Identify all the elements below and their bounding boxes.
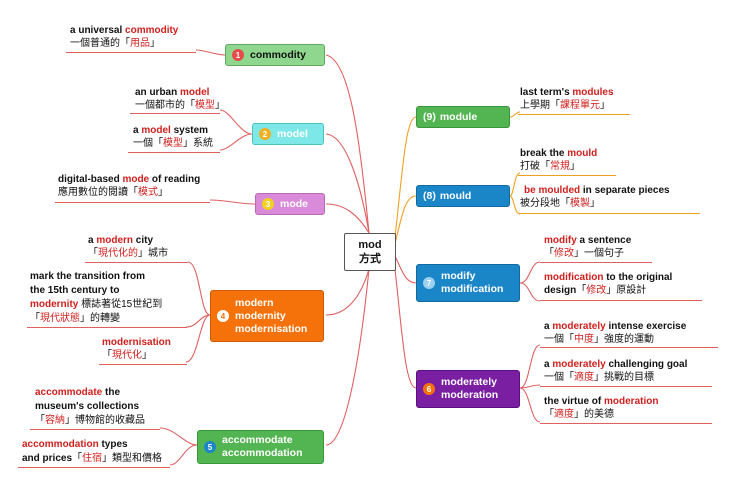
central-topic-line2: 方式 bbox=[359, 253, 381, 265]
underline bbox=[518, 213, 700, 214]
underline bbox=[518, 114, 630, 115]
underline bbox=[128, 152, 220, 153]
branch-mode[interactable]: 3 mode bbox=[255, 193, 325, 215]
branch-mould-num: (8) bbox=[423, 189, 436, 202]
underline bbox=[85, 262, 188, 263]
connector-mode bbox=[325, 203, 370, 234]
leaf-modern-1: a modern city 「現代化的」城市 bbox=[88, 235, 168, 259]
branch-moderately[interactable]: 6 moderately moderation bbox=[416, 370, 520, 408]
number-3-icon: 3 bbox=[262, 198, 274, 210]
underline bbox=[99, 364, 187, 365]
leaf-module-1: last term's modules 上學期「課程單元」 bbox=[520, 87, 614, 111]
underline bbox=[540, 423, 712, 424]
underline bbox=[130, 113, 220, 114]
branch-mould-label: mould bbox=[439, 189, 472, 202]
branch-model-label: model bbox=[277, 127, 308, 140]
underline bbox=[518, 175, 616, 176]
leaf-mould-2: be moulded in separate pieces 被分段地「模製」 bbox=[520, 185, 670, 209]
leaf-mode-1: digital-based mode of reading 應用數位的閱讀「模式… bbox=[58, 174, 201, 198]
leaf-model-2: a model system 一個「模型」系統 bbox=[133, 125, 213, 149]
leaf-mould-1: break the mould 打破「常規」 bbox=[520, 148, 598, 172]
leaf-model-1: an urban model 一個都市的「模型」 bbox=[135, 87, 225, 111]
branch-module-num: (9) bbox=[423, 110, 436, 123]
branch-moderately-line1: moderately bbox=[441, 376, 498, 388]
connector-module bbox=[393, 116, 417, 246]
connector-moderately bbox=[393, 259, 417, 389]
underline bbox=[30, 429, 160, 430]
underline bbox=[540, 300, 702, 301]
branch-modern-line3: modernisation bbox=[235, 322, 308, 335]
branch-accommodate[interactable]: 5 accommodate accommodation bbox=[197, 430, 324, 464]
branch-commodity-label: commodity bbox=[250, 48, 307, 61]
leaf-commodity-1: a universal commodity 一個普通的「用品」 bbox=[70, 25, 179, 49]
branch-modern-line1: modern bbox=[235, 296, 274, 309]
branch-modify[interactable]: 7 modify modification bbox=[416, 264, 520, 302]
connector-modify bbox=[393, 253, 417, 284]
branch-model[interactable]: 2 model bbox=[252, 123, 324, 145]
branch-moderately-line2: moderation bbox=[441, 389, 499, 401]
leaf-moderately-2: a moderately challenging goal 一個「適度」挑戰的目… bbox=[544, 359, 688, 383]
number-2-icon: 2 bbox=[259, 128, 271, 140]
branch-commodity[interactable]: 1 commodity bbox=[225, 44, 325, 66]
number-1-icon: 1 bbox=[232, 49, 244, 61]
branch-accommodate-line1: accommodate bbox=[222, 434, 293, 446]
number-7-icon: 7 bbox=[423, 277, 435, 289]
branch-mode-label: mode bbox=[280, 197, 309, 210]
underline bbox=[18, 467, 170, 468]
leaf-moderately-3: the virtue of moderation 「適度」的美德 bbox=[544, 396, 659, 420]
connector-accommodate bbox=[325, 268, 370, 446]
underline bbox=[540, 386, 712, 387]
connector-modern bbox=[325, 268, 370, 316]
central-topic-line1: mod bbox=[358, 239, 382, 251]
leaf-moderately-1: a moderately intense exercise 一個「中度」強度的運… bbox=[544, 321, 687, 345]
branch-mould[interactable]: (8) mould bbox=[416, 185, 510, 207]
branch-modify-line1: modify bbox=[441, 270, 476, 282]
connector-commodity bbox=[325, 54, 370, 234]
underline bbox=[27, 327, 187, 328]
connector-model bbox=[325, 133, 370, 234]
underline bbox=[55, 202, 210, 203]
underline bbox=[66, 52, 196, 53]
leaf-modern-3: modernisation 「現代化」 bbox=[102, 337, 171, 361]
connector-mould bbox=[393, 195, 417, 249]
number-6-icon: 6 bbox=[423, 383, 435, 395]
leaf-accommodate-2: accommodation types and prices「住宿」類型和價格 bbox=[22, 439, 163, 464]
branch-modern-line2: modernity bbox=[235, 309, 286, 322]
underline bbox=[540, 347, 718, 348]
branch-modern[interactable]: 4 modern modernity modernisation bbox=[210, 290, 324, 342]
branch-modify-line2: modification bbox=[441, 283, 504, 295]
leaf-modern-2: mark the transition from the 15th centur… bbox=[30, 271, 163, 324]
leaf-accommodate-1: accommodate the museum's collections 「容納… bbox=[35, 387, 145, 426]
number-4-icon: 4 bbox=[217, 310, 229, 322]
branch-accommodate-line2: accommodation bbox=[222, 447, 303, 459]
branch-module-label: module bbox=[439, 110, 478, 123]
leaf-modify-1: modify a sentence 「修改」一個句子 bbox=[544, 235, 632, 259]
leaf-modify-2: modification to the original design「修改」原… bbox=[544, 272, 673, 296]
branch-module[interactable]: (9) module bbox=[416, 106, 510, 128]
underline bbox=[540, 262, 652, 263]
number-5-icon: 5 bbox=[204, 441, 216, 453]
central-topic[interactable]: mod 方式 bbox=[344, 233, 396, 271]
